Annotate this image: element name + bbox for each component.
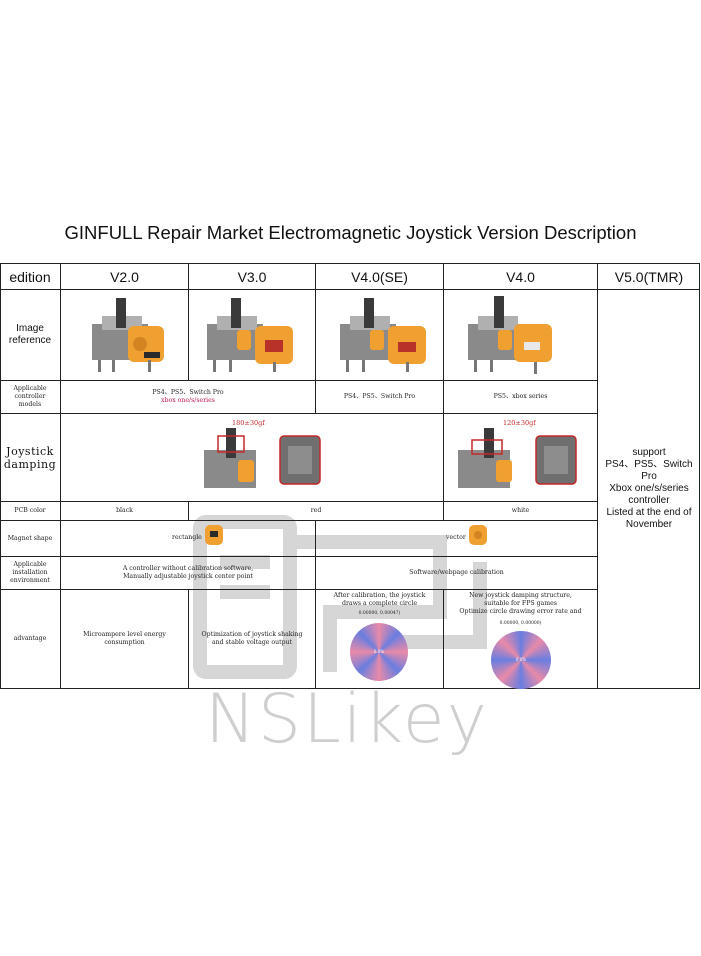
models-line-1: PS4、PS5、Switch Pro: [152, 389, 224, 396]
magnet-rectangle-icon: [205, 525, 223, 545]
disc-se-label: 0.0%: [373, 649, 385, 654]
models-line-2: xbox one/s/series: [161, 397, 215, 404]
joystick-v40se-image: [340, 298, 426, 372]
models-v40: PS5、xbox series: [493, 393, 548, 400]
calibration-disc-v40: 0.0%: [491, 631, 551, 689]
row-label-image-reference: Image reference: [8, 323, 52, 346]
disc-se-readout: 0.00000, 0.00047): [358, 611, 401, 616]
magnet-vector: vector: [446, 534, 466, 541]
row-label-magnet: Magnet shape: [7, 534, 53, 542]
advantage-v40: New joystick damping structure, suitable…: [459, 592, 582, 615]
joystick-v30-image: [207, 298, 293, 372]
models-v20-v30: PS4、PS5、Switch Pro xbox one/s/series: [61, 381, 315, 413]
advantage-v30: Optimization of joystick shaking and sta…: [201, 631, 303, 646]
magnet-vector-icon: [469, 525, 487, 545]
calibration-disc-se: 0.0%: [350, 623, 408, 681]
advantage-v40se: After calibration, the joystick draws a …: [333, 592, 426, 607]
row-label-install: Applicable installation environment: [10, 561, 50, 584]
header-v50: V5.0(TMR): [614, 268, 684, 285]
install-manual: A controller without calibration softwar…: [122, 565, 254, 580]
row-label-pcb: PCB color: [14, 507, 46, 514]
damping-diagram-a: [204, 428, 321, 488]
pcb-red: red: [310, 507, 322, 514]
damping-diagram-b: [458, 428, 577, 488]
damping-value-b: 120±30gf: [503, 419, 536, 427]
row-label-advantage: advantage: [13, 635, 47, 642]
disc-v40-label: 0.0%: [515, 657, 527, 662]
joystick-v40-image: [468, 296, 552, 374]
header-v20: V2.0: [110, 268, 139, 285]
pcb-white: white: [511, 507, 530, 514]
magnet-rectangle: rectangle: [172, 534, 202, 541]
header-v30: V3.0: [237, 268, 267, 285]
joystick-v20-image: [92, 298, 164, 372]
disc-v40-readout: 0.00000, 0.00000): [499, 621, 542, 626]
advantage-v20: Microampere level energy consumption: [83, 631, 166, 646]
header-edition: edition: [9, 268, 51, 285]
header-v40: V4.0: [506, 268, 535, 285]
page-title: GINFULL Repair Market Electromagnetic Jo…: [64, 222, 637, 243]
row-label-models: Applicable controller models: [13, 385, 47, 408]
v50-support-info: support PS4、PS5、Switch Pro Xbox one/s/se…: [605, 447, 693, 530]
models-v40se: PS4、PS5、Switch Pro: [343, 393, 416, 400]
watermark-text: NSLikey: [205, 680, 489, 759]
install-software: Software/webpage calibration: [409, 569, 504, 576]
row-label-damping: Joystick damping: [3, 444, 57, 471]
damping-value-a: 180±30gf: [232, 419, 265, 427]
pcb-black: black: [116, 507, 133, 514]
header-v40se: V4.0(SE): [351, 268, 408, 285]
